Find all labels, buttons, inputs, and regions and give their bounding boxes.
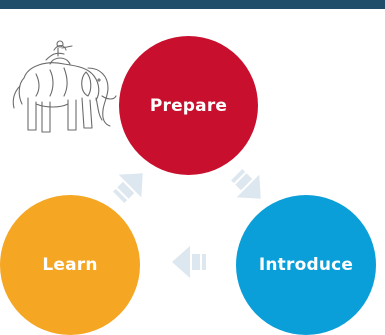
node-introduce: Introduce — [236, 195, 376, 335]
cycle-arrows — [113, 169, 261, 278]
top-accent-bar — [0, 0, 385, 9]
arrow-introduce-to-learn — [172, 246, 206, 278]
elephant-sketch-icon — [12, 40, 117, 133]
node-introduce-label: Introduce — [258, 255, 354, 275]
node-learn-label: Learn — [42, 255, 98, 275]
node-learn: Learn — [0, 195, 140, 335]
arrow-learn-to-prepare — [113, 173, 143, 203]
node-prepare: Prepare — [119, 36, 258, 175]
node-prepare-label: Prepare — [149, 95, 228, 116]
arrow-prepare-to-introduce — [231, 169, 261, 199]
